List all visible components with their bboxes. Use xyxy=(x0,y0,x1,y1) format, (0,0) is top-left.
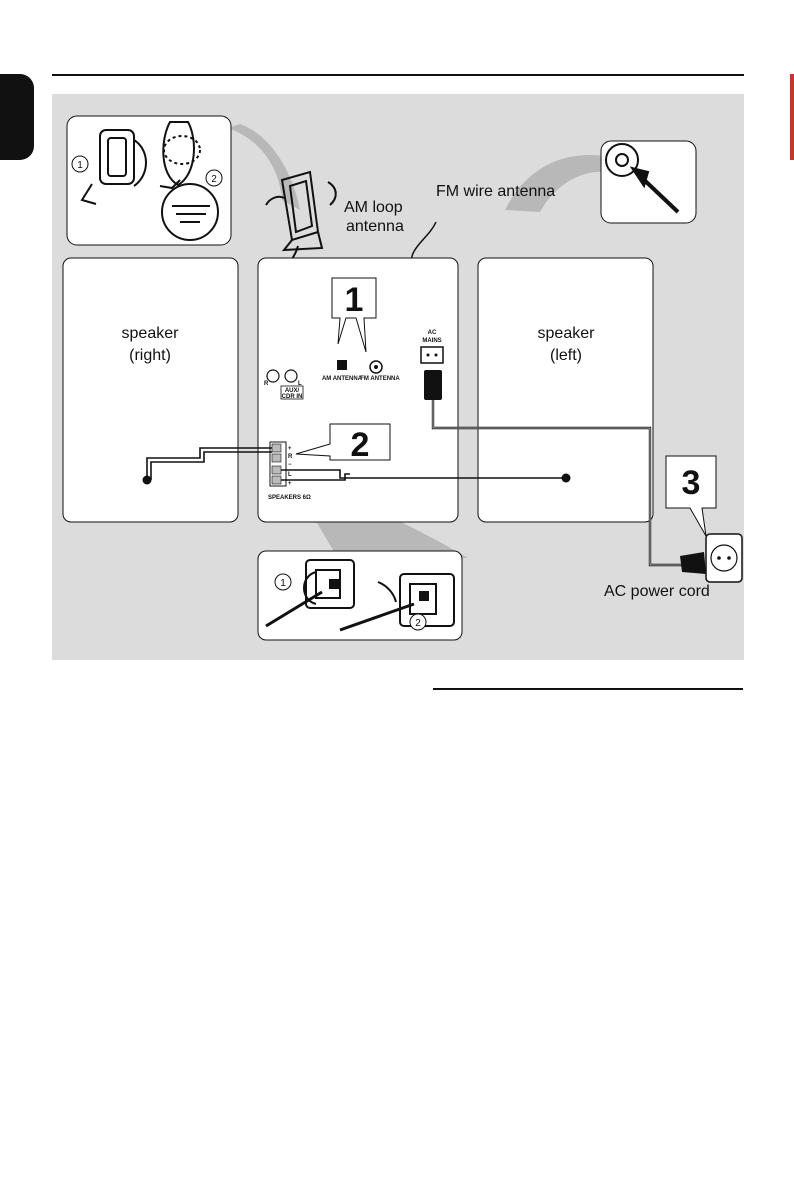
ac-mains-pin-right xyxy=(435,354,438,357)
am-substep-1-number: 1 xyxy=(77,160,83,171)
ac-mains-label-line1: AC xyxy=(428,330,437,336)
power-plug xyxy=(680,552,706,574)
speaker-left-label-line1: speaker xyxy=(538,325,596,342)
wire-substep-2-number: 2 xyxy=(415,618,421,629)
terminal-r-plus-label: + xyxy=(288,446,292,452)
am-substep-2-number: 2 xyxy=(211,174,217,185)
terminal-r-plus xyxy=(272,444,281,452)
am-loop-label-line1: AM loop xyxy=(344,199,403,216)
outlet-hole-left xyxy=(717,556,721,560)
ac-plug xyxy=(424,370,442,400)
aux-socket-r xyxy=(267,370,279,382)
terminal-l-plus-label: + xyxy=(288,481,292,487)
step-3-number: 3 xyxy=(682,464,701,502)
terminal-l-plus xyxy=(272,476,281,484)
speakers-impedance-label: SPEAKERS 6Ω xyxy=(268,495,311,501)
ac-mains-pin-left xyxy=(427,354,430,357)
ac-power-cord-label: AC power cord xyxy=(604,583,710,600)
wire-substep-1-number: 1 xyxy=(280,578,286,589)
am-antenna-label: AM ANTENNA xyxy=(322,376,363,382)
fm-antenna-socket-pin xyxy=(374,365,378,369)
terminal-r-label: R xyxy=(288,454,293,460)
ac-mains-socket xyxy=(421,347,443,363)
terminal-l-label: L xyxy=(288,472,292,478)
terminal-l-minus xyxy=(272,466,281,474)
aux-label-line2: CDR IN xyxy=(282,394,303,400)
am-loop-label-line2: antenna xyxy=(346,218,404,235)
speaker-right-label-line2: (right) xyxy=(129,347,171,364)
aux-socket-l xyxy=(285,370,297,382)
speaker-right-label-line1: speaker xyxy=(122,325,180,342)
fm-wire-antenna-label: FM wire antenna xyxy=(436,183,555,200)
am-detail-callout xyxy=(228,124,300,210)
fm-antenna-label: FM ANTENNA xyxy=(360,376,400,382)
terminal-minus-label: − xyxy=(288,462,292,468)
speaker-left-label-line2: (left) xyxy=(550,347,582,364)
am-antenna-socket xyxy=(337,360,347,370)
terminal-r-minus xyxy=(272,454,281,462)
step-2-number: 2 xyxy=(351,426,370,464)
outlet-hole-right xyxy=(727,556,731,560)
ac-mains-label-line2: MAINS xyxy=(422,338,441,344)
aux-r-label: R xyxy=(264,381,269,387)
step-1-number: 1 xyxy=(345,281,364,319)
